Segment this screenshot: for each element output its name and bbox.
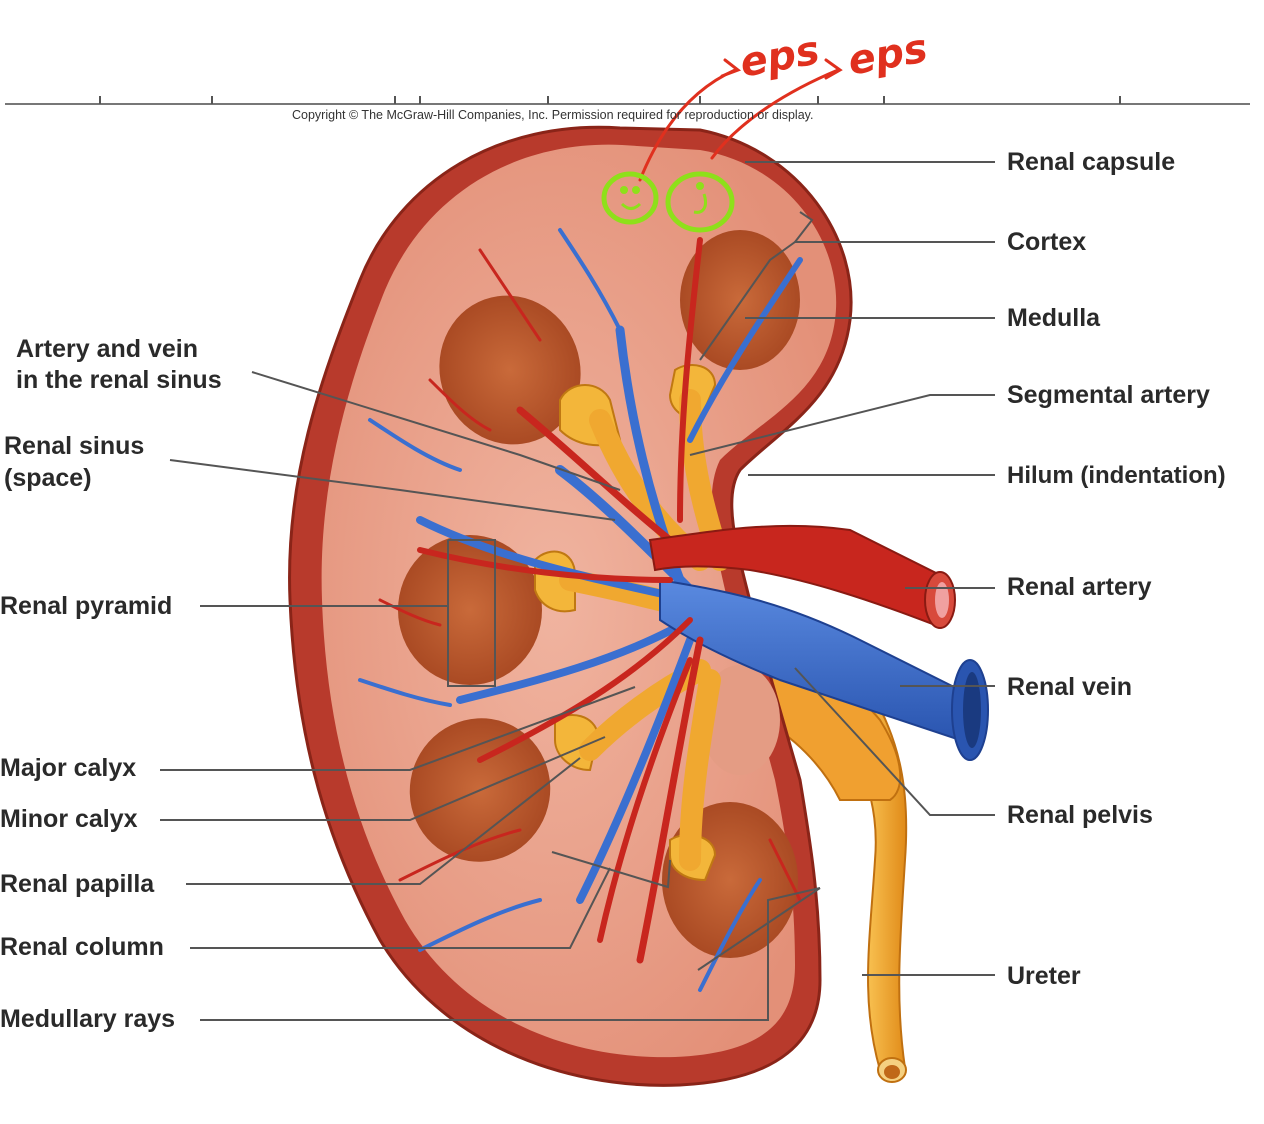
label-renal-artery: Renal artery (1007, 572, 1152, 603)
label-renal-column: Renal column (0, 932, 164, 963)
label-minor-calyx: Minor calyx (0, 804, 138, 835)
label-segmental-artery: Segmental artery (1007, 380, 1210, 411)
label-medulla: Medulla (1007, 303, 1100, 334)
label-renal-sinus-line2: (space) (4, 463, 92, 494)
label-ureter: Ureter (1007, 961, 1081, 992)
label-renal-pyramid: Renal pyramid (0, 591, 172, 622)
label-renal-capsule: Renal capsule (1007, 147, 1175, 178)
label-renal-vein: Renal vein (1007, 672, 1132, 703)
label-hilum: Hilum (indentation) (1007, 460, 1226, 491)
label-major-calyx: Major calyx (0, 753, 136, 784)
copyright-notice: Copyright © The McGraw-Hill Companies, I… (292, 108, 813, 122)
label-cortex: Cortex (1007, 227, 1086, 258)
label-renal-sinus-line1: Renal sinus (4, 431, 144, 462)
label-artery-and-vein-line1: Artery and vein (16, 334, 198, 365)
ruler-line (5, 96, 1250, 104)
label-renal-papilla: Renal papilla (0, 869, 154, 900)
label-artery-and-vein-line2: in the renal sinus (16, 365, 222, 396)
label-medullary-rays: Medullary rays (0, 1004, 175, 1035)
label-renal-pelvis: Renal pelvis (1007, 800, 1153, 831)
